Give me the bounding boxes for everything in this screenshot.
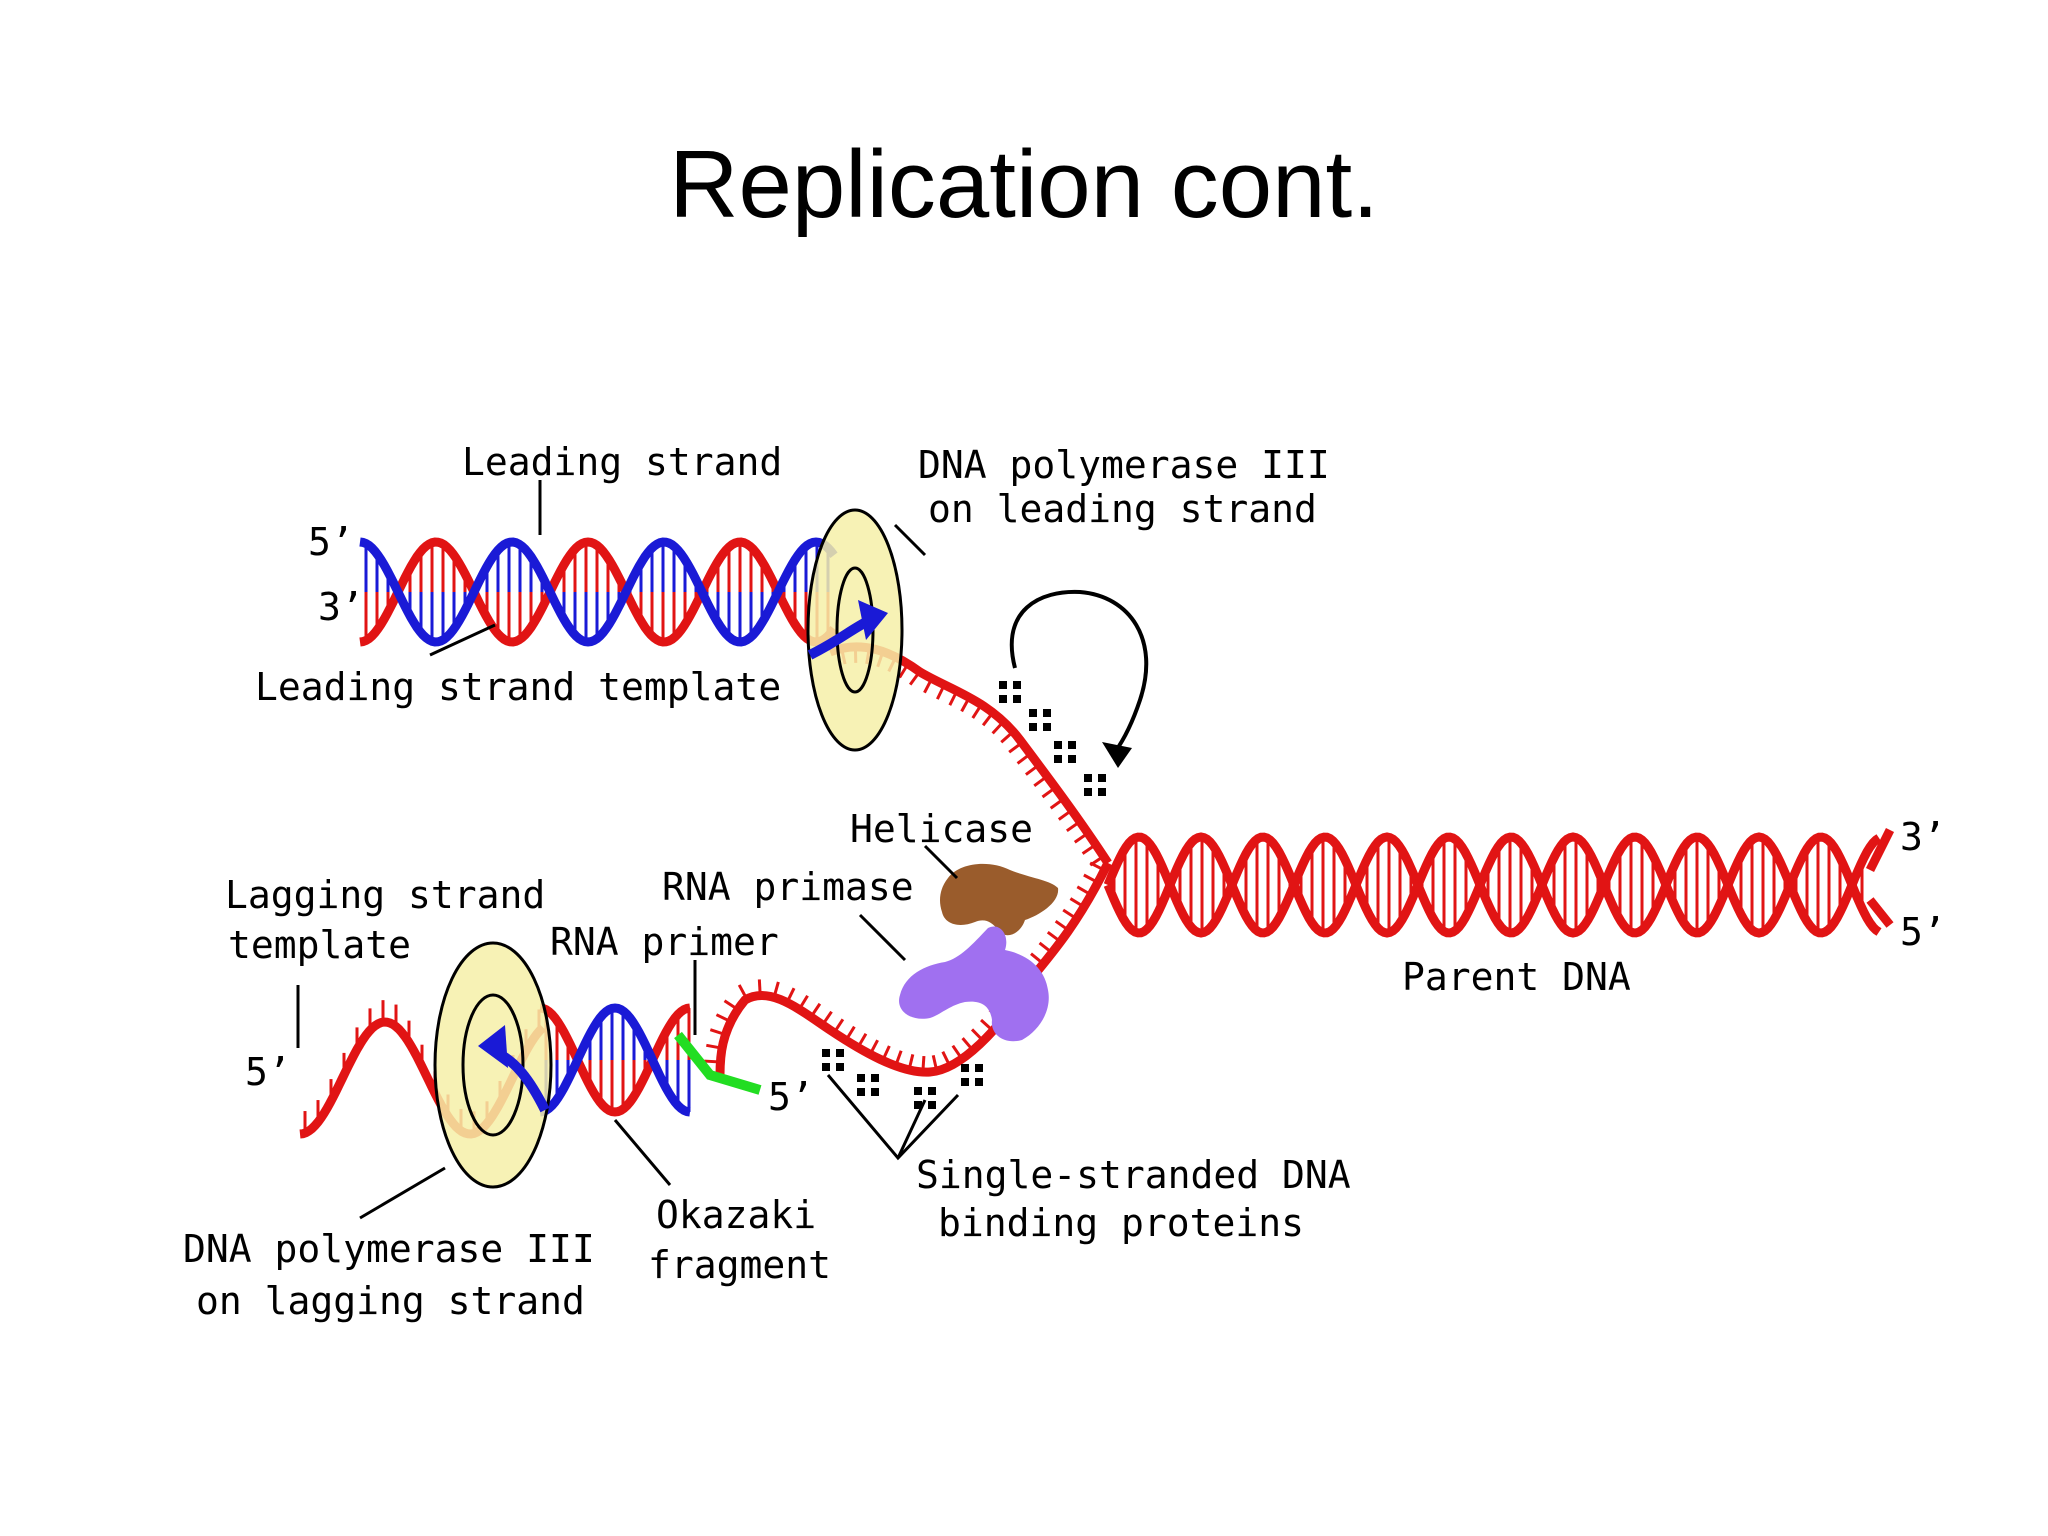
leader-pol-leading [893,523,927,557]
label-dna-pol-lagging-line2: on lagging strand [196,1279,585,1323]
ssb-dot [1043,709,1051,717]
ssb-dot [822,1063,830,1071]
ssb-dot [836,1063,844,1071]
leader-helicase [923,844,959,880]
ssb-dot [1068,755,1076,763]
label-lagging-template-line2: template [228,923,411,967]
ssb-dot [1013,681,1021,689]
label-lagging-template-line1: Lagging strand [225,873,545,917]
lagging-synthesis-arrow [478,1025,550,1113]
leading-strand-duplex [359,537,838,647]
end-leading-top-5: 5’ [308,520,354,564]
polymerase-lagging-ring [433,941,553,1189]
lagging-loop-arrow-head [1102,742,1132,768]
end-primer-5: 5’ [768,1075,814,1119]
ssb-dot [914,1087,922,1095]
leader-ssb [826,1074,960,1161]
ssb-dot [871,1088,879,1096]
okazaki-fragment-backbone [539,1003,691,1117]
ssb-dot [857,1088,865,1096]
label-helicase: Helicase [850,807,1033,851]
lower-strand-backbone [715,861,1113,1077]
rna-primer-segment [674,1031,762,1095]
leader-ssb-2 [896,1099,927,1159]
end-lagging-5: 5’ [245,1050,291,1094]
lagging-loop-arrow [1009,589,1149,754]
label-leader-lines [296,480,960,1220]
parent-dna-strand-b [1103,832,1882,938]
label-dna-pol-leading-line1: DNA polymerase III [918,443,1330,487]
label-okazaki-line2: fragment [648,1243,831,1287]
leader-pol-lagging [359,1166,446,1220]
ssb-dot [1098,774,1106,782]
leading-synthesis-arrow [807,600,888,660]
leading-strand-new-backbone [359,537,838,647]
label-parent-dna: Parent DNA [1402,955,1631,999]
ssb-dot [1029,709,1037,717]
slide-title: Replication cont. [669,131,1379,238]
ssb-dot [1013,695,1021,703]
parent-dna-strand-a [1103,832,1882,938]
end-parent-5: 5’ [1900,910,1946,954]
parent-end-top [1865,827,1895,873]
ssb-dot [822,1049,830,1057]
rna-primase-protein [899,926,1049,1042]
ssb-protein-dots [822,681,1106,1109]
leading-arrow-head [858,600,888,640]
label-dna-pol-leading-line2: on leading strand [928,487,1317,531]
lagging-template-single-strand [704,861,1113,1077]
ssb-dot [961,1064,969,1072]
ssb-dot [975,1064,983,1072]
label-leading-strand-template: Leading strand template [255,665,781,709]
parent-end-bottom [1866,897,1894,928]
ssb-dot [857,1074,865,1082]
label-dna-pol-lagging-line1: DNA polymerase III [183,1227,595,1271]
leader-okazaki [613,1119,672,1186]
leader-leading-template [429,623,496,657]
ssb-dot [975,1078,983,1086]
ssb-dot [871,1074,879,1082]
ssb-dot [1084,774,1092,782]
ssb-dot [928,1087,936,1095]
ssb-dot [1084,788,1092,796]
ssb-dot [999,681,1007,689]
ssb-dot [836,1049,844,1057]
label-rna-primer: RNA primer [550,920,779,964]
leading-strand-template-backbone [359,537,838,647]
end-parent-3: 3’ [1900,815,1946,859]
ssb-dot [928,1101,936,1109]
ssb-dot [1098,788,1106,796]
helicase-protein [940,863,1059,936]
parent-dna-helix [1103,827,1895,938]
ssb-dot [1029,723,1037,731]
ssb-dot [1043,723,1051,731]
label-ssb-line2: binding proteins [938,1201,1304,1245]
polymerase-lagging-inner [461,993,525,1137]
leader-primase [858,913,907,962]
label-ssb-line1: Single-stranded DNA [916,1153,1351,1197]
label-leading-strand: Leading strand [462,440,782,484]
ssb-dot [1054,755,1062,763]
ssb-dot [961,1078,969,1086]
ssb-dot [999,695,1007,703]
end-leading-top-3: 3’ [318,585,364,629]
lagging-arrow-head [478,1025,508,1068]
ssb-dot [1068,741,1076,749]
label-okazaki-line1: Okazaki [656,1193,816,1237]
dna-polymerase-lagging [433,941,553,1189]
lagging-template-backbone [539,1003,691,1117]
ssb-dot [914,1101,922,1109]
ssb-dot [1054,741,1062,749]
label-rna-primase: RNA primase [662,865,914,909]
